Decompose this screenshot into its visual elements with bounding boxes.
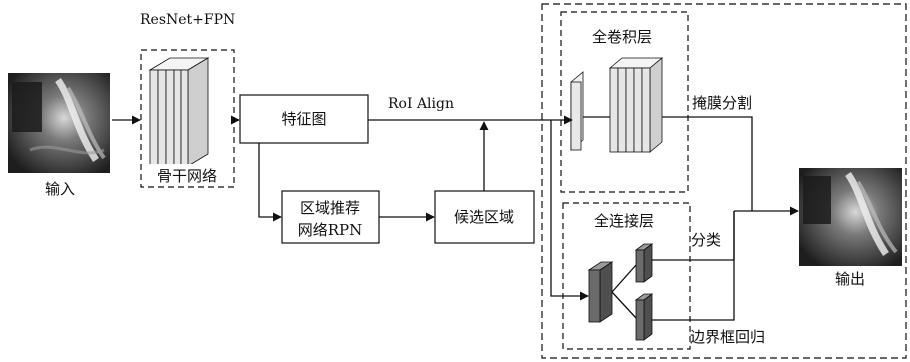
arrow-feature-to-rpn (259, 143, 281, 217)
line-bbox-out (652, 211, 734, 320)
feature-map-label: 特征图 (281, 110, 326, 128)
fc-layers (589, 244, 652, 340)
mask-label: 掩膜分割 (692, 94, 752, 112)
input-label: 输入 (45, 180, 75, 198)
backbone-layer-stack (150, 58, 208, 166)
fcn-layers (571, 58, 662, 152)
fcn-label: 全卷积层 (592, 28, 652, 46)
candidate-label: 候选区域 (454, 208, 514, 226)
input-image (8, 73, 110, 173)
backbone-title: ResNet+FPN (140, 12, 235, 28)
backbone-label: 骨干网络 (157, 167, 217, 185)
arrow-roi-to-fc (551, 120, 588, 296)
classify-label: 分类 (691, 231, 721, 249)
output-image (799, 168, 902, 266)
rpn-label-line2: 网络RPN (298, 221, 363, 239)
output-label: 输出 (835, 270, 865, 288)
bbox-label: 边界框回归 (690, 328, 765, 346)
rpn-label-line1: 区域推荐 (300, 199, 360, 217)
line-mask-out (662, 117, 752, 211)
roi-align-label: RoI Align (388, 96, 454, 112)
fc-label: 全连接层 (594, 212, 654, 230)
